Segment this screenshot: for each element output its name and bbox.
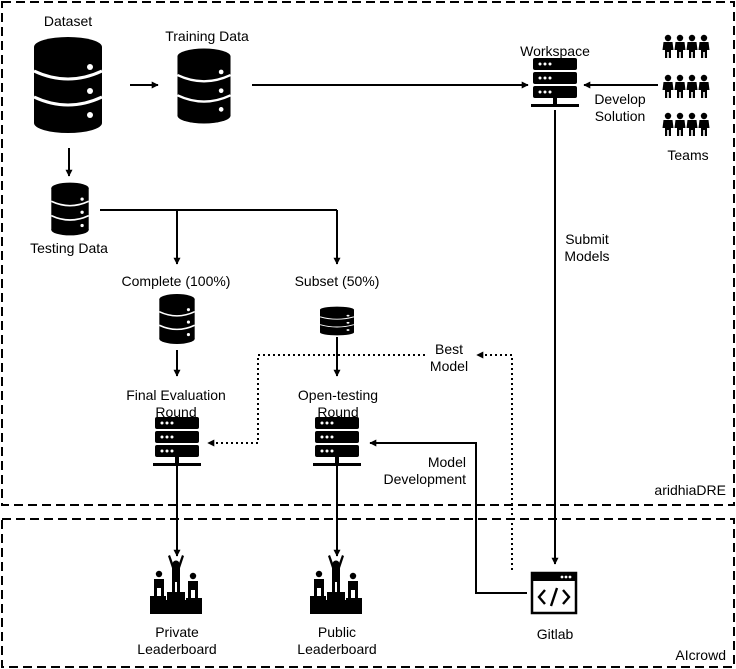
- server-icon-open-round: [313, 417, 361, 466]
- edge-bestmodel-final: [207, 354, 425, 447]
- aicrowd-region-label: AIcrowd: [675, 647, 726, 663]
- podium-icon-private: [150, 555, 202, 614]
- workspace-label: Workspace: [520, 43, 590, 59]
- database-icon-complete: [158, 293, 196, 345]
- private-leaderboard-label: Private Leaderboard: [137, 624, 217, 657]
- aridhia-region-border: [1, 1, 735, 506]
- best-model-label: Best Model: [429, 341, 469, 374]
- teams-label: Teams: [667, 147, 709, 163]
- teams-icon: [662, 34, 710, 136]
- gitlab-label: Gitlab: [536, 626, 574, 642]
- aicrowd-region-border: [1, 518, 735, 668]
- open-round-label: Open-testing Round: [297, 387, 379, 420]
- develop-solution-label: Develop Solution: [594, 91, 646, 124]
- code-window-icon-gitlab: [530, 571, 578, 615]
- database-icon-testing: [50, 181, 90, 237]
- aridhia-region-label: aridhiaDRE: [654, 482, 726, 498]
- database-icon-training: [176, 47, 232, 125]
- final-round-label: Final Evaluation Round: [126, 387, 226, 420]
- server-icon-final-round: [153, 417, 201, 466]
- dataset-label: Dataset: [43, 13, 93, 29]
- public-leaderboard-label: Public Leaderboard: [297, 624, 377, 657]
- submit-models-label: Submit Models: [564, 231, 610, 264]
- database-icon-dataset: [32, 35, 104, 135]
- server-icon-workspace: [531, 58, 579, 107]
- database-icon-subset: [319, 305, 355, 337]
- subset-label: Subset (50%): [294, 273, 380, 289]
- podium-icon-public: [310, 555, 362, 614]
- complete-label: Complete (100%): [121, 273, 231, 289]
- training-data-label: Training Data: [165, 28, 249, 44]
- model-development-label: Model Development: [383, 454, 467, 487]
- edge-gitlab-open: [369, 439, 527, 594]
- testing-data-label: Testing Data: [30, 240, 108, 256]
- edge-gitlab-bestmodel: [476, 351, 513, 570]
